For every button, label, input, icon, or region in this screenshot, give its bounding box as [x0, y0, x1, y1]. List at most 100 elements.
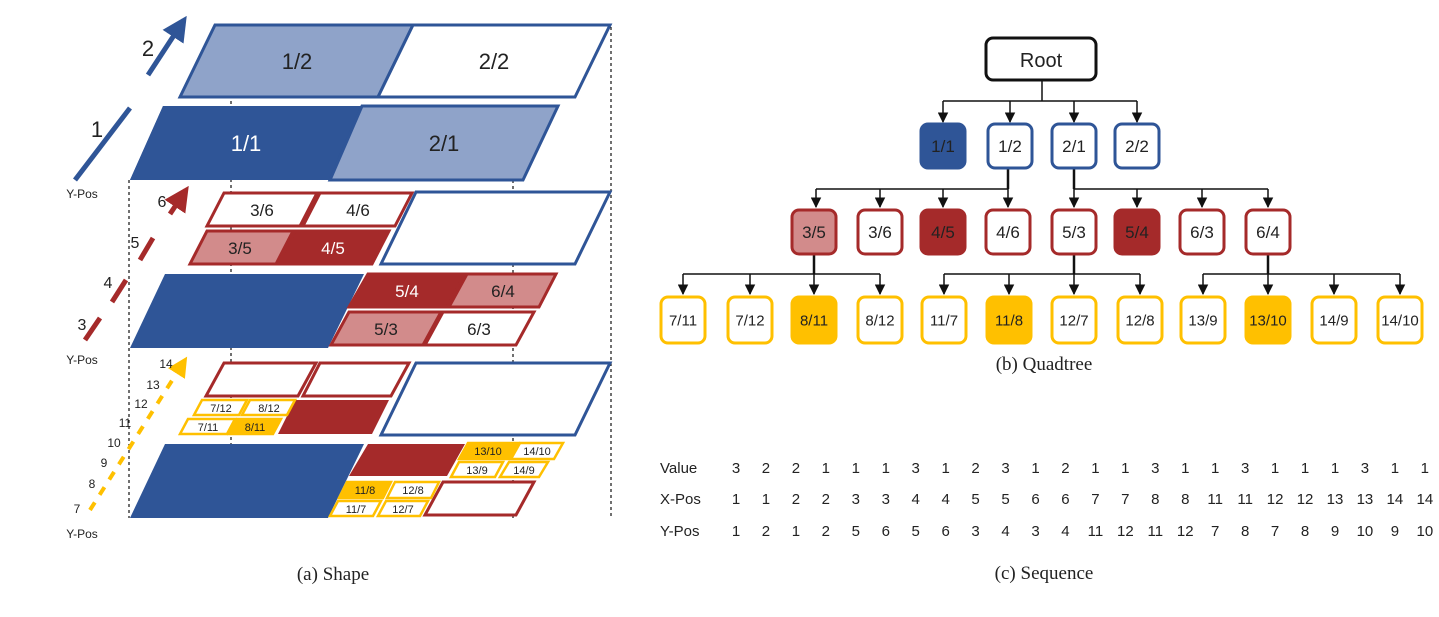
axis-number: 10: [107, 436, 121, 450]
layer-2: 3/6 4/6 3/5 4/5 5/4 6/4 5/3 6/3: [130, 190, 613, 348]
tree-node-box: [919, 122, 967, 170]
tree-node-box: [856, 208, 904, 256]
cell-label: 11/7: [346, 504, 367, 516]
tree-node-label: 13/9: [1188, 312, 1217, 329]
tree-node-label: 3/5: [802, 223, 826, 242]
tree-node-box: [1310, 295, 1358, 345]
tree-node-box: [1050, 208, 1098, 256]
sequence-value: 11: [1207, 491, 1223, 508]
cell-label: 3/5: [228, 239, 252, 258]
tree-node-label: 4/6: [996, 223, 1020, 242]
tree-node: 13/10: [1244, 295, 1292, 345]
cell-label: 8/11: [245, 422, 266, 434]
sequence-value: 1: [792, 523, 800, 540]
sequence-value: 1: [1121, 460, 1129, 477]
layer-2-labels: 3/6 4/6 3/5 4/5 5/4 6/4 5/3 6/3: [228, 201, 515, 339]
sequence-value: 3: [1031, 523, 1039, 540]
caption-sequence: (c) Sequence: [995, 563, 1094, 584]
sequence-value: 4: [941, 491, 949, 508]
tree-node: 1/1: [919, 122, 967, 170]
sequence-value: 1: [941, 460, 949, 477]
tree-node-box: [986, 122, 1034, 170]
cell-label: 1/2: [282, 49, 313, 74]
sequence-value: 14: [1387, 491, 1404, 508]
sequence-value: 13: [1357, 491, 1374, 508]
axis-number: 7: [74, 502, 81, 516]
axis-number: 9: [101, 456, 108, 470]
sequence-value: 9: [1391, 523, 1399, 540]
layer-1-labels: 1/2 2/2 1/1 2/1: [231, 49, 510, 156]
sequence-value: 5: [852, 523, 860, 540]
sequence-value: 12: [1177, 523, 1194, 540]
sequence-value: 8: [1241, 523, 1249, 540]
tree-node-label: 6/3: [1190, 223, 1214, 242]
tree-node-box: [659, 295, 707, 345]
layer-3-labels: 7/12 8/12 7/11 8/11 13/10 14/10 13/9 14/…: [198, 403, 551, 516]
cell-label: 13/10: [474, 446, 502, 458]
sequence-value: 8: [1151, 491, 1159, 508]
tree-node-label: 7/12: [735, 312, 764, 329]
sequence-value: 1: [822, 460, 830, 477]
axis-number: 8: [89, 477, 96, 491]
tree-node: 1/2: [986, 122, 1034, 170]
tree-root: Root: [984, 36, 1098, 82]
sequence-value: 6: [941, 523, 949, 540]
sequence-value: 11: [1237, 491, 1253, 508]
tree-node: 2/2: [1113, 122, 1161, 170]
sequence-value: 1: [1211, 460, 1219, 477]
sequence-value: 2: [762, 460, 770, 477]
tree-node-box: [1178, 208, 1226, 256]
cell-label: 2/1: [429, 131, 460, 156]
axis-labels: 1 2 Y-Pos 3 4 5 6 Y-Pos 7 8 9 10 11 12 1…: [66, 36, 173, 541]
sequence-value: 7: [1121, 491, 1129, 508]
row-label: X-Pos: [660, 491, 701, 508]
sequence-value: 13: [1327, 491, 1344, 508]
cell-label: 5/4: [395, 282, 419, 301]
tree-node-box: [856, 295, 904, 345]
tree-node-label: 1/1: [931, 137, 955, 156]
axis-number: 12: [134, 397, 148, 411]
sequence-row-labels: Value X-Pos Y-Pos: [660, 460, 701, 540]
sequence-value: 2: [762, 523, 770, 540]
sequence-value: 1: [762, 491, 770, 508]
sequence-value: 3: [882, 491, 890, 508]
sequence-value: 3: [852, 491, 860, 508]
sequence-value: 9: [1331, 523, 1339, 540]
sequence-value: 1: [732, 491, 740, 508]
sequence-value: 8: [1301, 523, 1309, 540]
sequence-value: 8: [1181, 491, 1189, 508]
tree-node-label: 11/7: [930, 312, 958, 329]
tree-node-box: [1244, 208, 1292, 256]
sequence-value: 1: [1391, 460, 1399, 477]
sequence-value: 11: [1088, 523, 1104, 540]
tree-node-label: 7/11: [669, 312, 697, 329]
sequence-value: 1: [1031, 460, 1039, 477]
cell-label: 4/6: [346, 201, 370, 220]
sequence-value: 1: [1091, 460, 1099, 477]
tree-node: 14/9: [1310, 295, 1358, 345]
tree-node-label: 8/11: [800, 312, 828, 329]
tree-node: 8/11: [790, 295, 838, 345]
tree-node: 4/5: [919, 208, 967, 256]
tree-node-label: 14/10: [1381, 312, 1419, 329]
row-label: Value: [660, 460, 697, 477]
tree-node: 3/5: [790, 208, 838, 256]
sequence-value: 4: [1061, 523, 1069, 540]
sequence-value: 2: [792, 491, 800, 508]
sequence-value: 12: [1267, 491, 1284, 508]
sequence-value: 5: [912, 523, 920, 540]
tree-node: 11/7: [920, 295, 968, 345]
cell-label: 4/5: [321, 239, 345, 258]
cell-label: 12/7: [392, 504, 413, 516]
sequence-value: 5: [1001, 491, 1009, 508]
cell-label: 2/2: [479, 49, 510, 74]
cell-label: 7/11: [198, 422, 219, 434]
tree-node-box: [1244, 295, 1292, 345]
sequence-value: 14: [1417, 491, 1434, 508]
sequence-value: 6: [1061, 491, 1069, 508]
axis-number: 6: [158, 194, 167, 211]
